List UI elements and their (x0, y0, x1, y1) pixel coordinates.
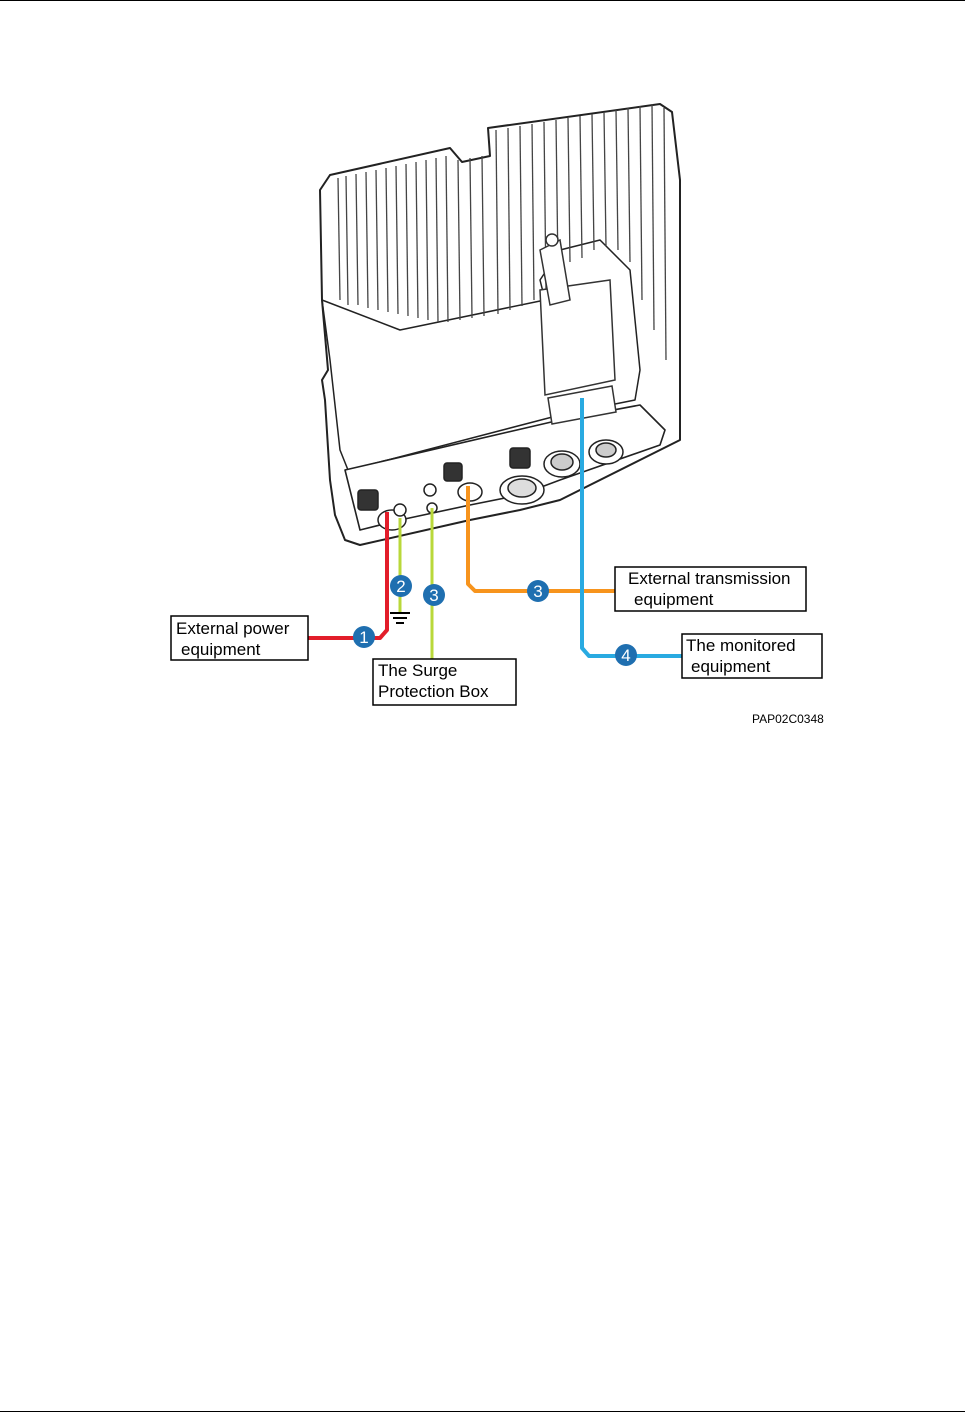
svg-text:3: 3 (533, 582, 542, 601)
svg-text:The monitored: The monitored (686, 636, 796, 655)
svg-text:External power: External power (176, 619, 290, 638)
callout-4: 4 (615, 644, 637, 666)
svg-text:equipment: equipment (634, 590, 714, 609)
device-illustration (320, 104, 680, 545)
svg-text:equipment: equipment (181, 640, 261, 659)
label-monitored-equipment: The monitored equipment (682, 634, 822, 678)
figure-code: PAP02C0348 (752, 712, 824, 726)
ground-icon (390, 613, 410, 623)
svg-text:2: 2 (396, 577, 405, 596)
svg-text:3: 3 (429, 586, 438, 605)
svg-text:The Surge: The Surge (378, 661, 457, 680)
label-external-transmission: External transmission equipment (615, 567, 806, 611)
svg-text:External transmission: External transmission (628, 569, 791, 588)
svg-text:1: 1 (359, 628, 368, 647)
callout-1: 1 (353, 626, 375, 648)
svg-text:4: 4 (621, 646, 630, 665)
label-external-power: External power equipment (171, 616, 308, 660)
callout-3-transmission: 3 (527, 580, 549, 602)
svg-text:equipment: equipment (691, 657, 771, 676)
svg-text:Protection Box: Protection Box (378, 682, 489, 701)
label-surge-protection-box: The Surge Protection Box (373, 659, 516, 705)
callout-2: 2 (390, 575, 412, 597)
callout-3-surge: 3 (423, 584, 445, 606)
